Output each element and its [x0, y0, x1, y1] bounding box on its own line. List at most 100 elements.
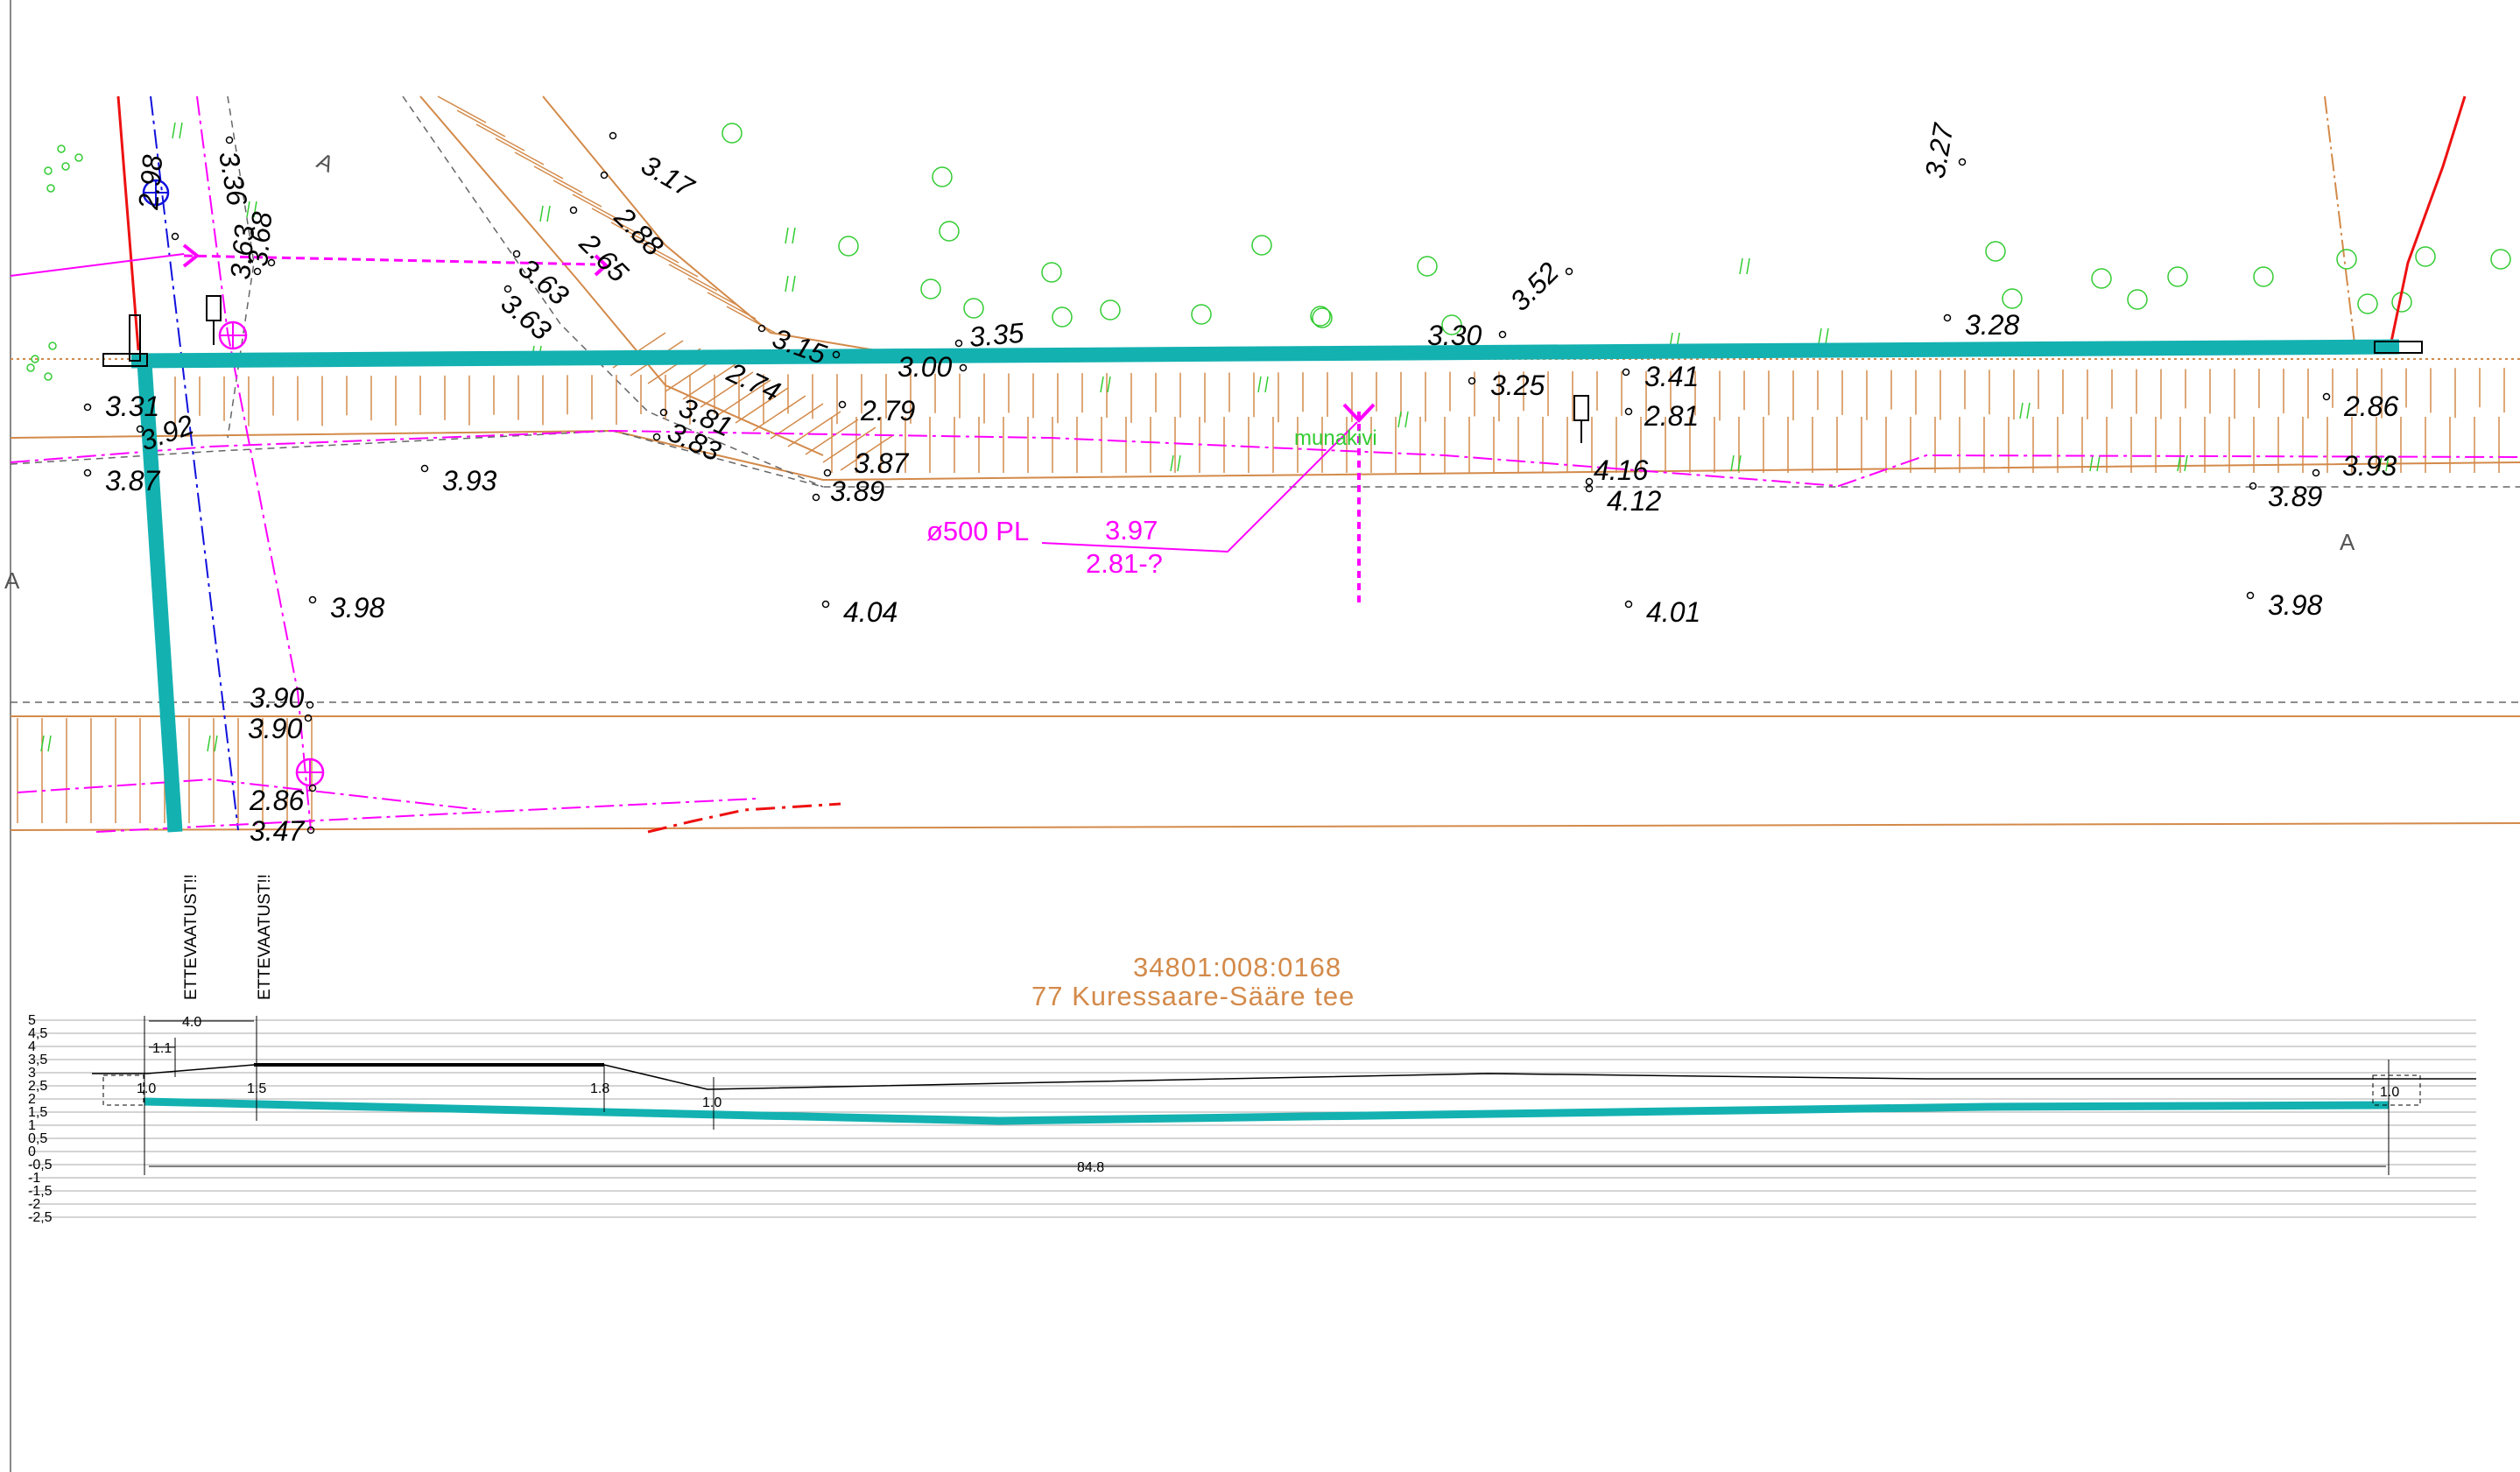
grass-mark	[1746, 257, 1750, 275]
profile-tick-label: 3	[28, 1066, 36, 1081]
grass-mark	[785, 275, 789, 292]
pipe-diameter-label: ø500 PL	[926, 516, 1029, 546]
grass-mark	[172, 122, 176, 139]
grass-mark	[546, 205, 551, 222]
elevation-point	[1958, 158, 1967, 166]
section-letter-a2: A	[2340, 529, 2355, 555]
grass-mark	[1170, 454, 1174, 472]
elevation-label: 3.35	[968, 317, 1024, 353]
road-edges	[10, 95, 2520, 831]
tree-symbol	[2127, 289, 2148, 310]
elevation-label: 3.52	[1503, 256, 1565, 317]
elevation-label: 3.87	[854, 447, 909, 479]
hatch-line	[553, 180, 602, 208]
warning-label-2: ETTEVAATUST!!	[256, 874, 274, 1000]
elevation-point	[171, 232, 179, 241]
hatch-line	[572, 194, 622, 222]
elevation-point	[1585, 477, 1594, 486]
hatch-line	[840, 434, 894, 471]
elevation-point	[959, 363, 968, 372]
profile-y-axis: 54,543,532,521,510,50-0,5-1-1,5-2-2,5	[28, 1013, 53, 1225]
hatch-line	[610, 222, 660, 250]
depth-label-1: 1.0	[137, 1081, 156, 1096]
elevation-point	[1498, 330, 1507, 339]
tree-symbol	[2002, 288, 2023, 309]
elevation-point	[757, 324, 766, 333]
elevation-point	[306, 826, 315, 835]
depth-label-4: 1.0	[702, 1095, 722, 1110]
depth-label-2: 1.5	[247, 1081, 266, 1096]
elevation-label: 4.04	[843, 596, 897, 628]
grass-mark	[2026, 402, 2031, 419]
elevation-point	[1468, 377, 1476, 385]
elevation-point	[2246, 591, 2255, 600]
elevation-point	[304, 714, 313, 722]
profile-drawing	[92, 1016, 2476, 1175]
grass-mark	[1257, 376, 1262, 393]
tree-symbol	[1310, 306, 1331, 327]
warning-label-1: ETTEVAATUST!!	[182, 874, 201, 1000]
elevation-label: 3.27	[1918, 120, 1959, 180]
hatch-line	[630, 236, 679, 264]
shrub-symbol	[57, 144, 66, 153]
elevation-point	[569, 206, 578, 215]
elevation-label: 2.79	[860, 395, 915, 426]
grass-mark	[246, 201, 250, 218]
vegetation	[26, 122, 2511, 752]
dim-first: 4.0	[182, 1015, 201, 1030]
tree-symbol	[1985, 241, 2006, 262]
shrub-symbol	[74, 153, 83, 162]
tree-symbol	[1191, 304, 1212, 325]
shrub-symbol	[46, 184, 55, 193]
elevation-label: 3.98	[330, 592, 384, 623]
hatch-line	[700, 371, 754, 408]
grass-mark	[47, 735, 52, 752]
elevation-label: 3.41	[1644, 361, 1699, 392]
utility-lines	[10, 95, 2520, 834]
elevation-point	[659, 408, 668, 417]
tree-symbol	[2167, 266, 2188, 287]
elevation-label: 3.25	[1490, 370, 1545, 401]
hatch-line	[822, 426, 876, 463]
hatch-line	[787, 411, 841, 447]
ditch-hatching	[17, 95, 2505, 823]
elevation-point	[1585, 484, 1594, 493]
elevation-point	[512, 250, 521, 258]
tree-symbol	[1417, 256, 1438, 277]
elevation-label: 4.12	[1607, 485, 1661, 517]
tree-symbol	[1100, 299, 1121, 320]
elevation-label: 3.89	[830, 475, 884, 507]
elevation-label: 4.01	[1646, 596, 1700, 628]
profile-grid	[30, 1019, 2476, 1218]
grass-mark	[207, 735, 211, 752]
elevation-point	[308, 595, 317, 604]
grass-mark	[2177, 454, 2181, 472]
hatch-line	[591, 208, 641, 236]
parcel-id: 34801:008:0168	[1133, 952, 1341, 983]
profile-tick-label: -0,5	[28, 1158, 53, 1173]
elevation-point	[812, 493, 820, 502]
elevation-point	[2322, 392, 2331, 401]
hatch-line	[735, 387, 789, 424]
pipe-bottom-label: 2.81-?	[1086, 548, 1163, 579]
dim-small: 1.1	[152, 1041, 172, 1056]
tree-symbol	[1312, 307, 1333, 328]
profile-tick-label: -2	[28, 1197, 40, 1212]
profile-tick-label: -2,5	[28, 1210, 53, 1225]
tree-symbol	[2091, 268, 2112, 289]
grass-mark	[1739, 257, 1743, 275]
grass-mark	[2089, 454, 2094, 472]
tree-symbol	[2490, 249, 2511, 270]
tree-symbol	[722, 123, 743, 144]
hatch-line	[495, 137, 545, 166]
grass-mark	[1818, 328, 1822, 345]
elevation-point	[2312, 468, 2320, 477]
design-pipe	[102, 314, 2423, 833]
profile-tick-label: 3,5	[28, 1053, 47, 1067]
elevation-label: 3.87	[105, 465, 160, 497]
tree-symbol	[2253, 266, 2274, 287]
profile-tick-label: 0	[28, 1144, 36, 1159]
tree-symbol	[939, 221, 960, 242]
elevation-label: 3.17	[637, 149, 700, 204]
hatch-line	[717, 379, 771, 416]
